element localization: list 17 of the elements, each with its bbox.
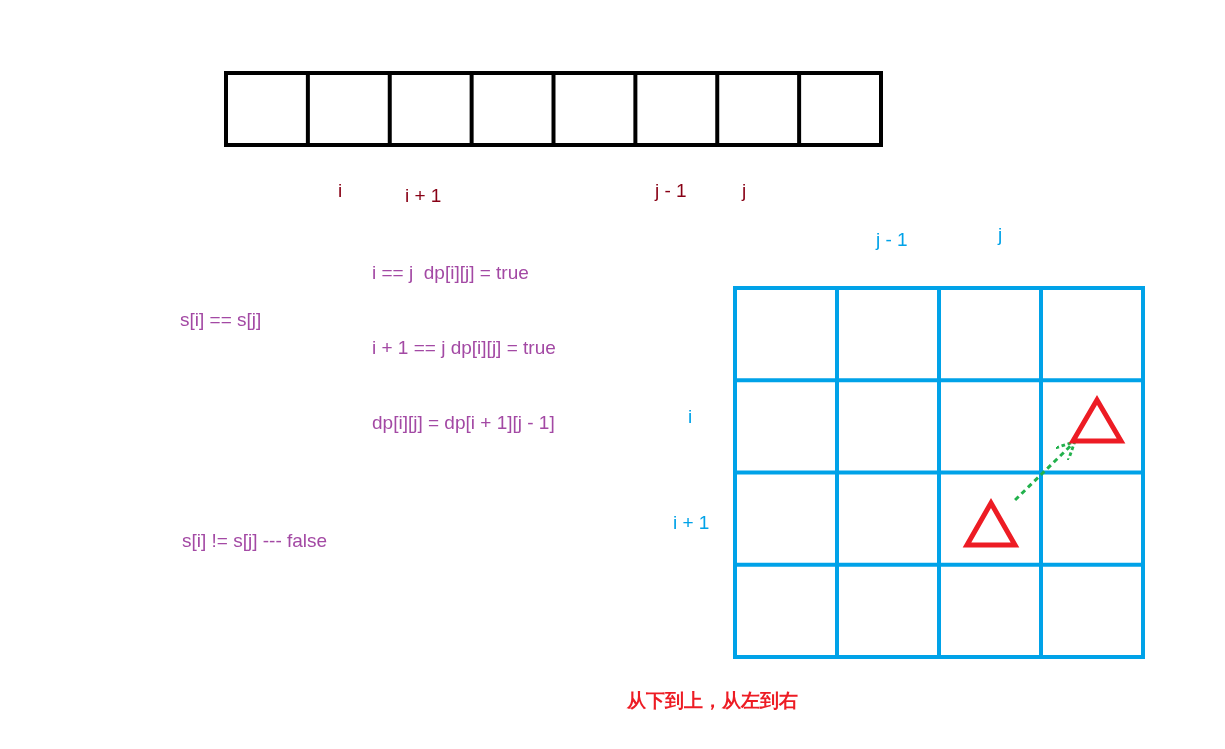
index-label: i	[338, 180, 343, 202]
condition-text: s[i] == s[j]	[180, 309, 262, 331]
condition-text: i == j dp[i][j] = true	[372, 262, 529, 284]
condition-text: i + 1 == j dp[i][j] = true	[372, 337, 556, 359]
column-index-label: j	[998, 224, 1003, 246]
formula-text: dp[i][j] = dp[i + 1][j - 1]	[372, 412, 555, 434]
triangle-marker	[965, 500, 1017, 547]
column-index-label: j - 1	[876, 229, 908, 251]
index-label: j	[742, 180, 747, 202]
arrow	[1014, 440, 1077, 502]
condition-text: s[i] != s[j] --- false	[182, 530, 328, 552]
row-index-label: i	[688, 406, 693, 428]
index-label: i + 1	[405, 185, 442, 207]
direction-note: 从下到上，从左到右	[627, 690, 798, 712]
index-label: j - 1	[655, 180, 687, 202]
triangle-marker	[1071, 397, 1123, 443]
row-index-label: i + 1	[673, 512, 710, 534]
